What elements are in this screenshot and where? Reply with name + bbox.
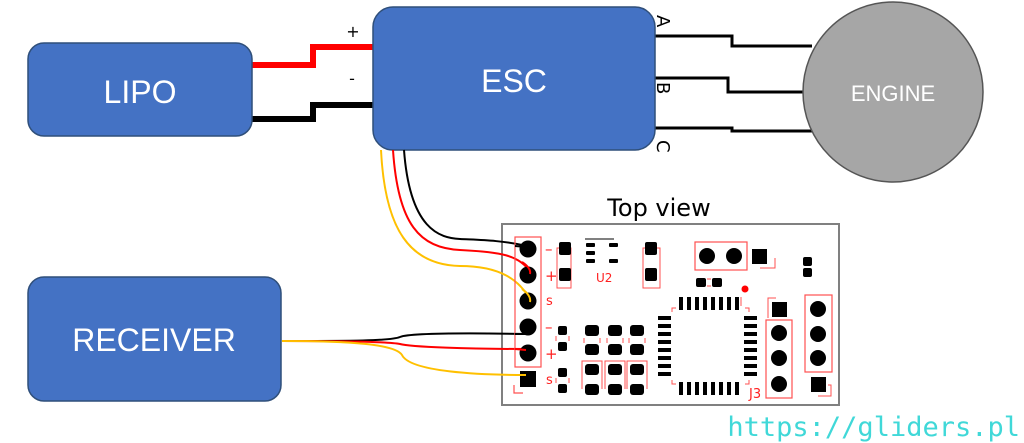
pin-label-rx-signal: s: [546, 373, 553, 388]
pin-esc-signal: [519, 292, 537, 310]
qfp-pad: [679, 297, 683, 310]
pin-label-esc-signal: s: [546, 294, 553, 309]
qfp-pad: [719, 297, 723, 310]
qfp-pad: [658, 340, 671, 344]
phase-b-wire: [655, 76, 805, 94]
qfp-pad: [744, 316, 757, 320]
receiver-label: RECEIVER: [72, 322, 236, 358]
engine-block: ENGINE: [802, 1, 984, 183]
qfp-pad: [703, 297, 707, 310]
phase-c-label: C: [652, 140, 673, 153]
qfp-pad: [744, 340, 757, 344]
minus-marker: -: [349, 69, 355, 88]
smd-pad: [558, 342, 567, 351]
qfp-pad: [744, 348, 757, 352]
pin-esc-minus: [519, 240, 537, 258]
pin-rx-plus: [519, 344, 537, 362]
receiver-black-wire: [281, 332, 528, 342]
plus-marker: +: [346, 22, 359, 41]
qfp-pad: [744, 372, 757, 376]
qfp-pad: [744, 332, 757, 336]
lipo-label: LIPO: [104, 74, 177, 110]
u2-label: U2: [596, 271, 612, 285]
smd-pad: [585, 364, 599, 375]
pin1-marker: [741, 285, 749, 293]
phase-a-label: A: [652, 15, 673, 28]
qfp-pad: [687, 297, 691, 310]
qfp-pad: [695, 297, 699, 310]
qfp-pad: [658, 316, 671, 320]
lipo-block: LIPO: [27, 42, 253, 137]
qfp-pad: [744, 324, 757, 328]
qfp-pad: [744, 356, 757, 360]
right-header: [804, 294, 833, 397]
qfp-pad: [703, 382, 707, 395]
smd-pad: [630, 364, 644, 375]
smd-pad: [630, 384, 644, 395]
pin-label-rx-minus: –: [545, 318, 553, 336]
esc-signal-black-wire: [403, 149, 528, 247]
esc-signal-yellow-wire: [380, 149, 531, 301]
qfp-pad: [658, 372, 671, 376]
pin-label-esc-minus: –: [545, 240, 553, 258]
smd-pad: [608, 364, 622, 375]
phase-c-wire: [655, 126, 812, 133]
esc-block: ESC: [372, 6, 656, 151]
engine-label: ENGINE: [851, 81, 935, 106]
qfp-pad: [735, 382, 739, 395]
u2-component: U2: [585, 238, 618, 285]
qfp-pad: [658, 332, 671, 336]
qfp-pad: [658, 364, 671, 368]
qfp-pad: [735, 297, 739, 310]
battery-positive-wire: [252, 44, 375, 68]
qfp-pad: [719, 382, 723, 395]
pin-label-esc-plus: +: [545, 267, 558, 285]
smd-pad: [585, 384, 599, 395]
qfp-pad: [727, 297, 731, 310]
smd-pad: [630, 325, 644, 336]
smd-pad: [558, 326, 567, 335]
smd-capacitor-2: [642, 242, 661, 289]
j3-header: J3: [748, 297, 793, 402]
pin-rx-signal: [520, 371, 536, 387]
qfp-pad: [727, 382, 731, 395]
receiver-yellow-wire: [281, 340, 528, 376]
qfp-pad: [711, 382, 715, 395]
pin-label-rx-plus: +: [545, 345, 558, 363]
qfp-pad: [744, 364, 757, 368]
smd-passives: [555, 325, 648, 395]
smd-pad: [585, 325, 599, 336]
phase-b-label: B: [652, 82, 673, 94]
esc-signal-red-wire: [392, 149, 531, 273]
watermark-url: https://gliders.pl: [727, 412, 1020, 443]
j3-label: J3: [748, 387, 761, 402]
qfp-pad: [711, 297, 715, 310]
pcb-title: Top view: [606, 194, 710, 222]
smd-pad: [558, 384, 567, 393]
phase-a-wire: [655, 34, 812, 48]
qfp-pad: [679, 382, 683, 395]
smd-capacitor-1: [556, 242, 572, 289]
pin-rx-minus: [519, 318, 537, 336]
pin-esc-plus: [519, 266, 537, 284]
qfp-pad: [687, 382, 691, 395]
esc-label: ESC: [481, 63, 547, 99]
smd-pad: [558, 368, 567, 377]
qfp-pad: [658, 348, 671, 352]
qfp-pad: [658, 356, 671, 360]
smd-pad: [585, 344, 599, 355]
smd-pad: [608, 384, 622, 395]
receiver-block: RECEIVER: [27, 276, 282, 402]
smd-pad: [608, 344, 622, 355]
microcontroller-qfp: [658, 297, 757, 395]
smd-pad: [630, 344, 644, 355]
qfp-pad: [658, 324, 671, 328]
smd-pad: [608, 325, 622, 336]
top-connector: [694, 241, 776, 271]
battery-negative-wire: [252, 102, 375, 122]
qfp-pad: [695, 382, 699, 395]
